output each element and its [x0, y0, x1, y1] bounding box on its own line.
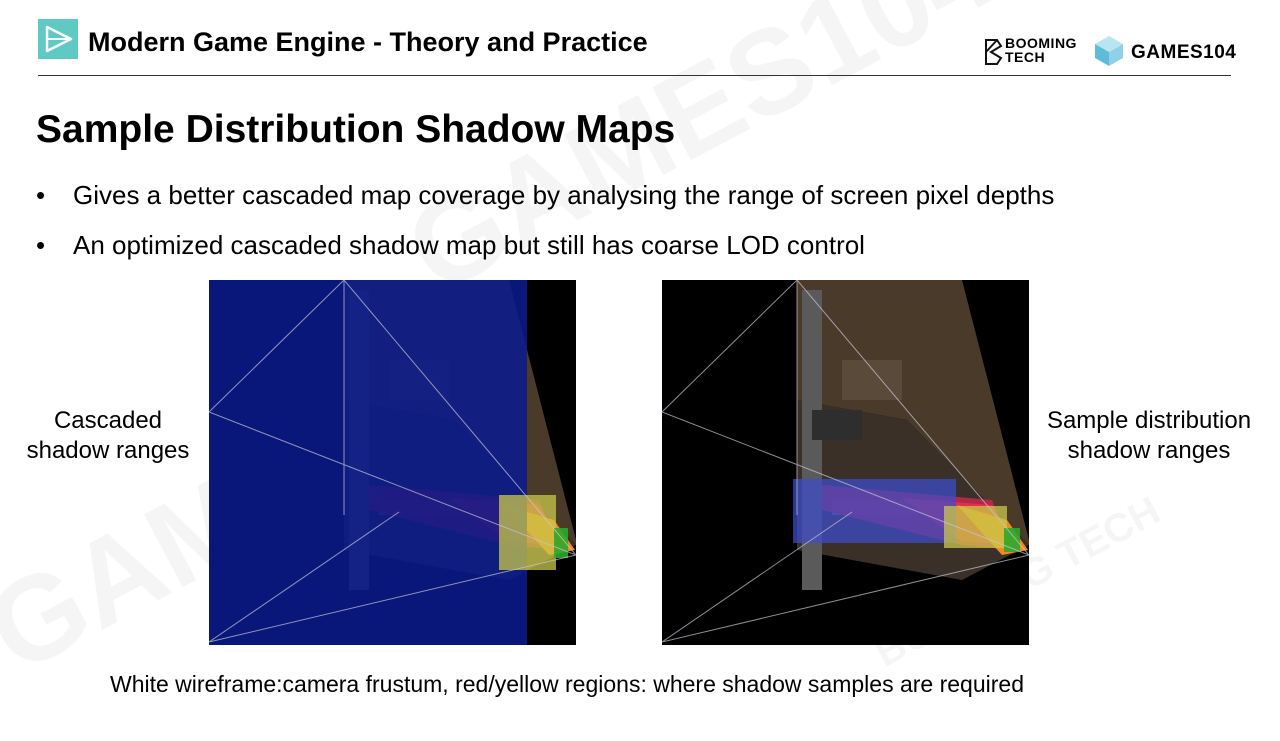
- games104-cube-icon: [1095, 36, 1123, 66]
- cascaded-label-line1: Cascaded: [53, 407, 163, 434]
- header-divider: [38, 75, 1231, 76]
- slide-title: Sample Distribution Shadow Maps: [36, 108, 676, 151]
- cascaded-shadow-figure: [209, 280, 576, 645]
- bullet-text: An optimized cascaded shadow map but sti…: [73, 230, 865, 260]
- sample-distribution-label-line1: Sample distribution: [1046, 407, 1252, 434]
- bullet-marker: •: [36, 180, 46, 210]
- cascaded-label-line2: shadow ranges: [26, 437, 190, 464]
- booming-tech-logo: BOOMING TECH: [983, 36, 1083, 68]
- figure-caption: White wireframe:camera frustum, red/yell…: [110, 671, 1024, 697]
- course-logo-icon: [38, 19, 78, 59]
- sample-distribution-label-line2: shadow ranges: [1067, 437, 1231, 464]
- sample-distribution-label: Sample distribution shadow ranges: [1038, 406, 1260, 466]
- header-title: Modern Game Engine - Theory and Practice: [88, 27, 648, 57]
- bullet-marker: •: [36, 230, 46, 260]
- cascaded-label: Cascaded shadow ranges: [18, 406, 198, 466]
- booming-text: BOOMING: [1005, 35, 1077, 51]
- games104-logo: GAMES104: [1093, 34, 1243, 70]
- booming-tech-icon: [985, 39, 1003, 65]
- tech-text: TECH: [1005, 49, 1046, 65]
- sample-distribution-shadow-figure: [662, 280, 1029, 645]
- bullet-text: Gives a better cascaded map coverage by …: [73, 180, 1055, 210]
- games104-text: GAMES104: [1131, 42, 1237, 63]
